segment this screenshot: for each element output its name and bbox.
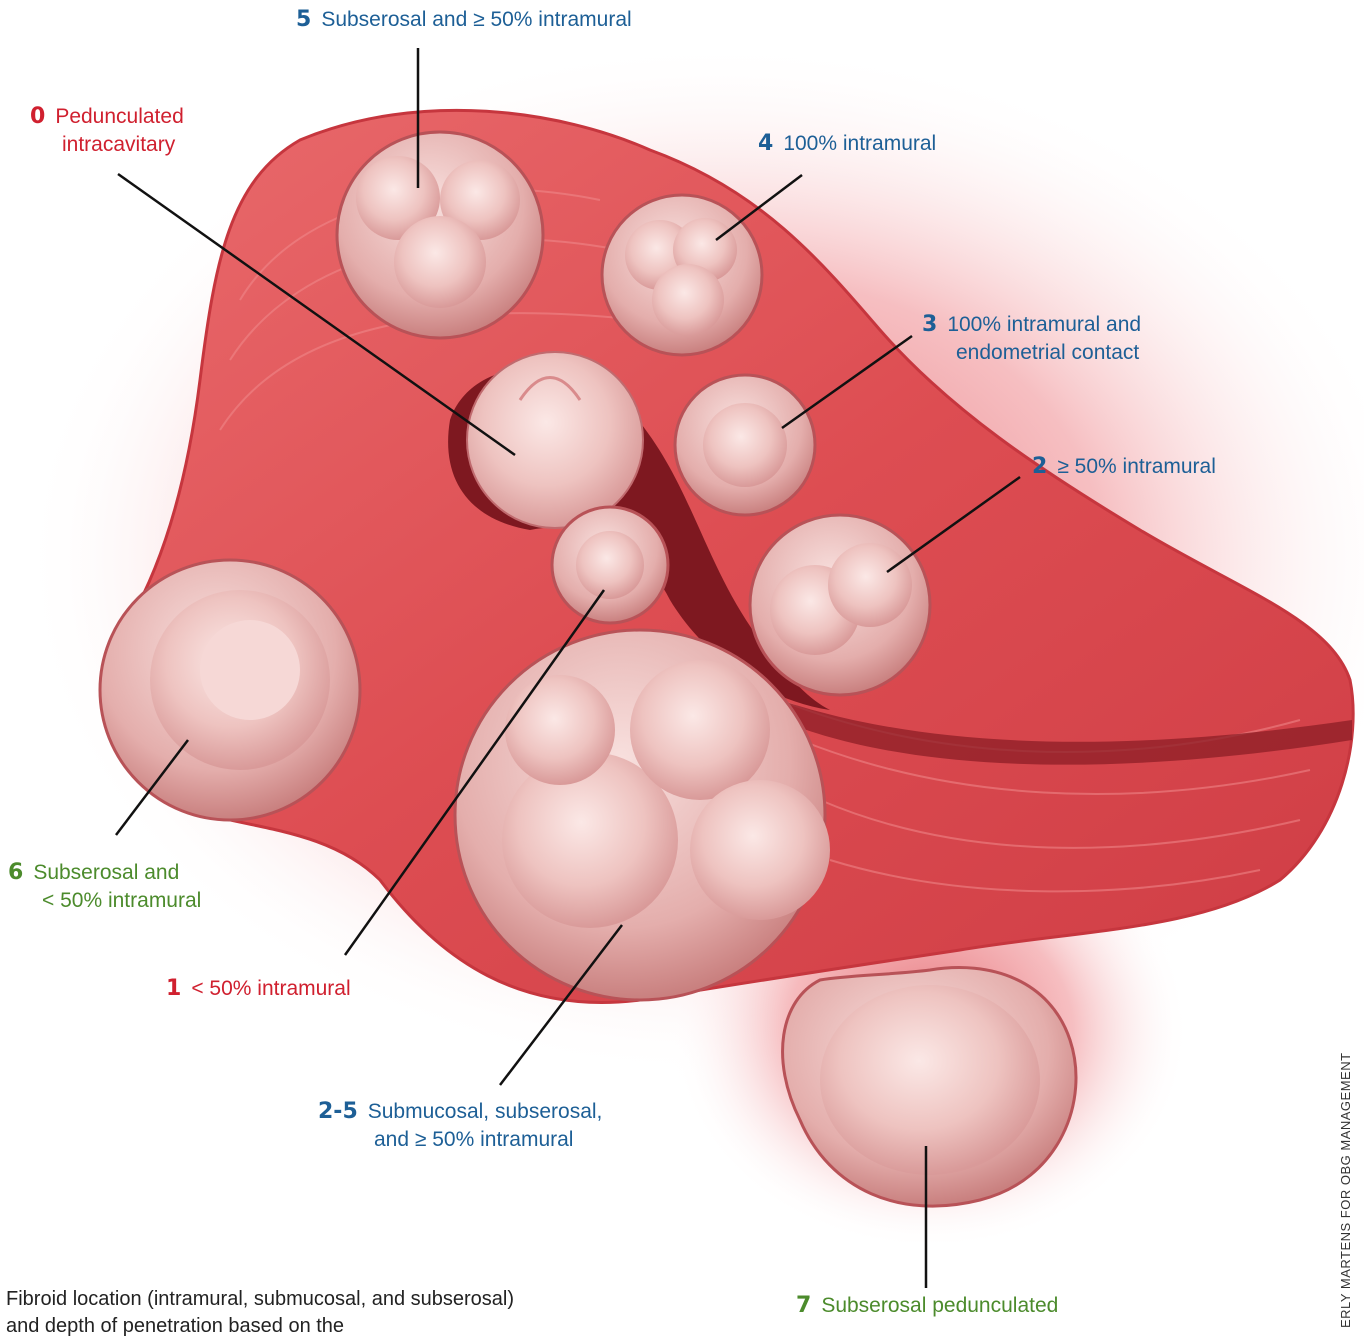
fibroid-type-2-5 <box>455 630 830 1000</box>
label-text: ≥ 50% intramural <box>1057 455 1216 478</box>
fibroid-type-6 <box>100 560 360 820</box>
label-text-line2: and ≥ 50% intramural <box>318 1126 602 1154</box>
fibroid-type-4 <box>602 195 762 355</box>
fibroid-type-5 <box>337 132 543 338</box>
label-text: Subserosal and ≥ 50% intramural <box>321 8 631 31</box>
label-type-0: 0 Pedunculated intracavitary <box>30 103 184 159</box>
label-number: 1 <box>166 976 181 1001</box>
label-text-line2: intracavitary <box>30 131 184 159</box>
label-text: Subserosal and <box>33 861 179 884</box>
illustration-credit: ERLY MARTENS FOR OBG MANAGEMENT <box>1330 1060 1360 1330</box>
figure-caption: Fibroid location (intramural, submucosal… <box>6 1286 526 1340</box>
label-text: < 50% intramural <box>191 977 350 1000</box>
label-type-2: 2 ≥ 50% intramural <box>1032 453 1216 481</box>
fibroid-type-3 <box>675 375 815 515</box>
label-text: 100% intramural <box>783 132 936 155</box>
label-type-5: 5 Subserosal and ≥ 50% intramural <box>296 6 632 34</box>
label-text-line2: < 50% intramural <box>8 887 201 915</box>
label-number: 3 <box>922 312 937 337</box>
label-type-4: 4 100% intramural <box>758 130 936 158</box>
label-number: 7 <box>796 1293 811 1318</box>
label-type-7: 7 Subserosal pedunculated <box>796 1292 1058 1320</box>
label-number: 2 <box>1032 454 1047 479</box>
label-type-1: 1 < 50% intramural <box>166 975 351 1003</box>
label-text: Submucosal, subserosal, <box>368 1100 603 1123</box>
label-text: Pedunculated <box>55 105 183 128</box>
fibroid-type-2 <box>750 515 930 695</box>
label-text: Subserosal pedunculated <box>821 1294 1058 1317</box>
label-text: 100% intramural and <box>947 313 1141 336</box>
label-number: 4 <box>758 131 773 156</box>
label-text-line2: endometrial contact <box>922 339 1141 367</box>
label-number: 5 <box>296 7 311 32</box>
label-number: 2-5 <box>318 1099 358 1124</box>
label-type-3: 3 100% intramural and endometrial contact <box>922 311 1141 367</box>
label-number: 0 <box>30 104 45 129</box>
label-number: 6 <box>8 860 23 885</box>
label-type-6: 6 Subserosal and < 50% intramural <box>8 859 201 915</box>
fibroid-type-1 <box>552 507 668 623</box>
label-type-2-5: 2-5 Submucosal, subserosal, and ≥ 50% int… <box>318 1098 602 1154</box>
credit-text: ERLY MARTENS FOR OBG MANAGEMENT <box>1338 1052 1353 1328</box>
